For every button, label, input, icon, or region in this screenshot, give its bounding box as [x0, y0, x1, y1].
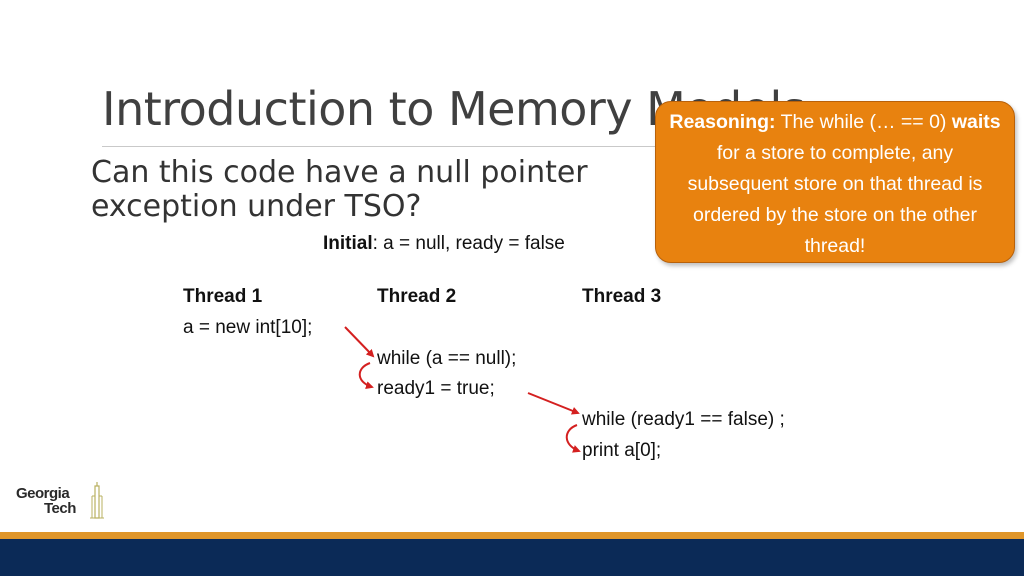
thread-1-header: Thread 1 [183, 286, 263, 307]
thread-3-header: Thread 3 [582, 286, 662, 307]
arrow-t2-to-t3 [527, 392, 580, 415]
curve-arrow-t3 [565, 424, 581, 453]
footer-gold-stripe [0, 532, 1024, 539]
reasoning-callout: Reasoning: The while (… == 0) waits for … [655, 101, 1015, 263]
georgia-tech-logo: Georgia Tech [14, 482, 110, 522]
title-divider [102, 146, 662, 147]
initial-label: Initial [323, 233, 373, 254]
thread-3-line-1: while (ready1 == false) ; [582, 409, 785, 430]
callout-text-2: for a store to complete, any subsequent … [687, 142, 983, 257]
logo-line-1: Georgia [16, 485, 70, 502]
callout-text-1: The while (… == 0) [775, 111, 952, 133]
thread-2-line-2: ready1 = true; [377, 378, 495, 399]
arrow-t1-to-t2 [344, 326, 375, 358]
thread-2-line-1: while (a == null); [377, 348, 517, 369]
footer-navy-bar [0, 539, 1024, 576]
initial-text: : a = null, ready = false [372, 233, 565, 254]
question-text: Can this code have a null pointer except… [91, 155, 588, 224]
callout-emphasis: waits [951, 111, 1001, 133]
curve-arrow-t2 [358, 362, 374, 390]
callout-label: Reasoning: [669, 111, 776, 133]
thread-1-line-1: a = new int[10]; [183, 317, 313, 338]
thread-3-line-2: print a[0]; [582, 440, 662, 461]
logo-line-2: Tech [44, 500, 76, 517]
initial-condition: Initial: a = null, ready = false [323, 233, 565, 255]
tower-icon [90, 482, 104, 519]
thread-2-header: Thread 2 [377, 286, 457, 307]
